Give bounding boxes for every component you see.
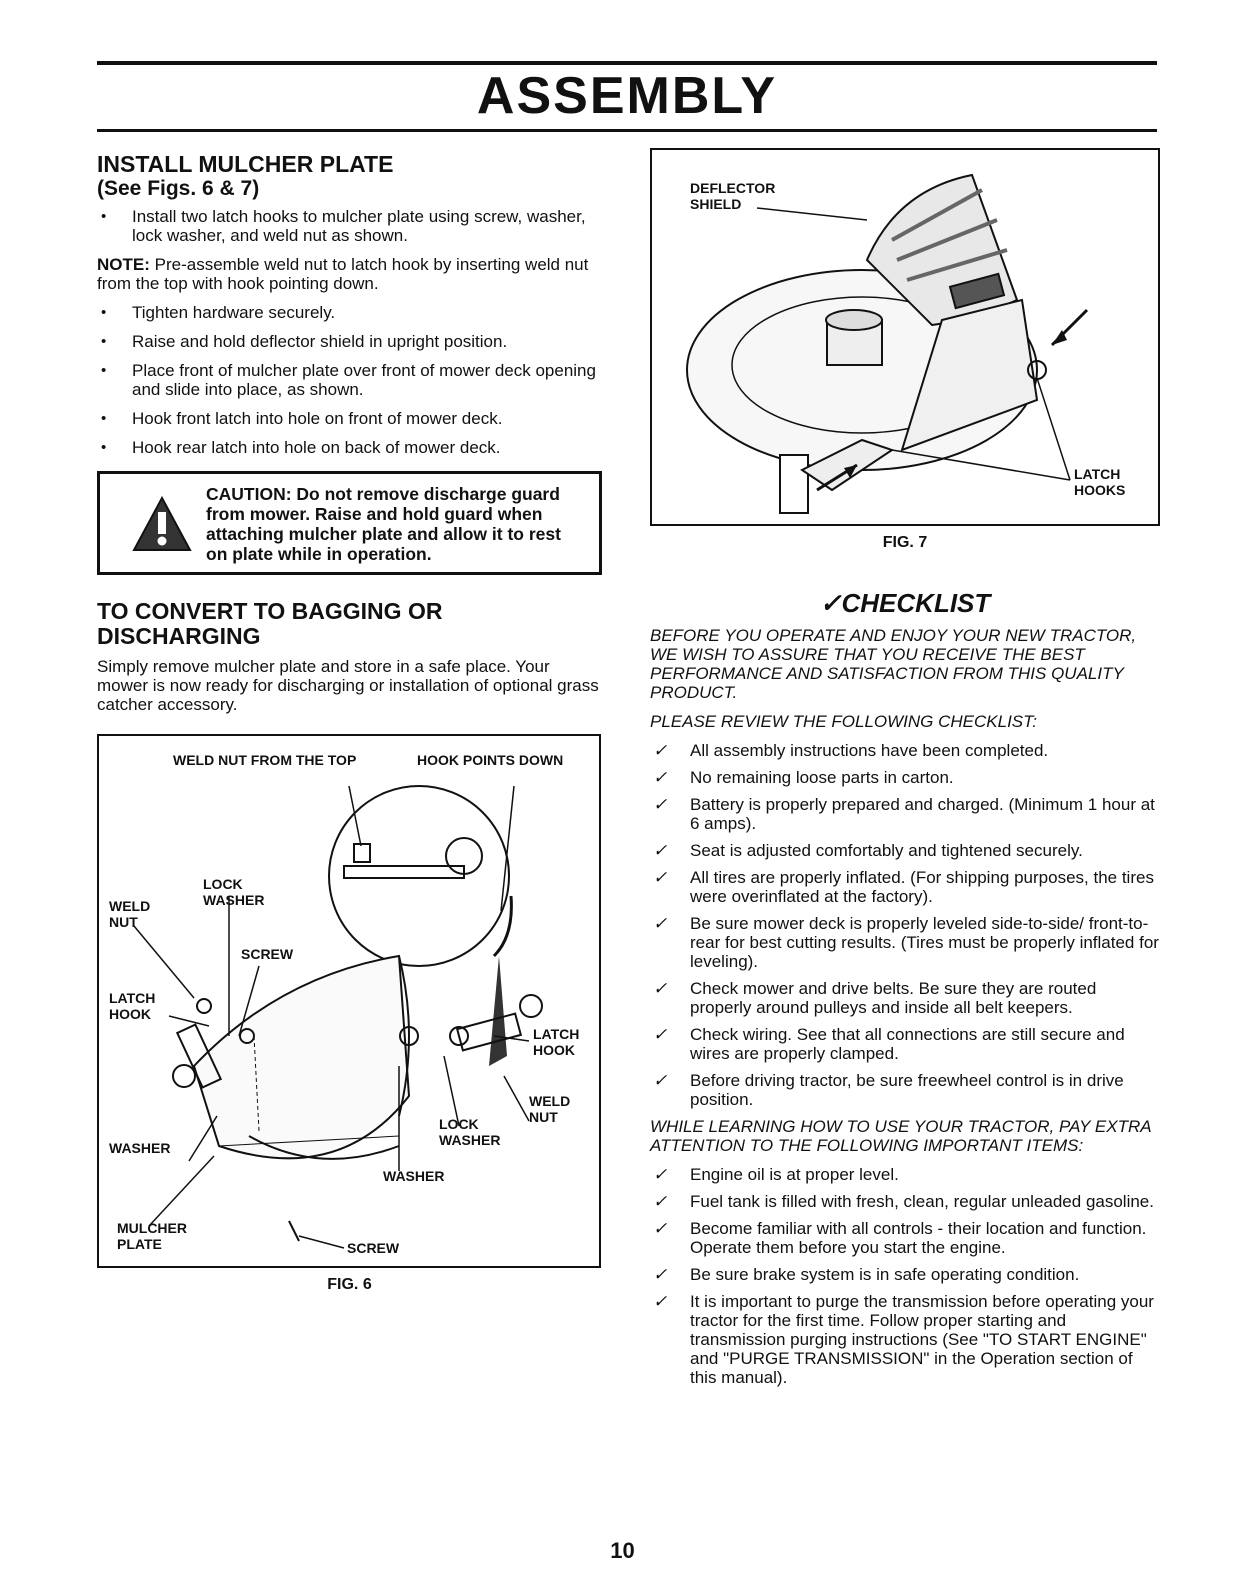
screw-label: SCREW — [347, 1240, 400, 1256]
note-text: Pre-assemble weld nut to latch hook by i… — [97, 255, 589, 293]
install-heading: INSTALL MULCHER PLATE — [97, 151, 394, 177]
weld-nut-from-top-label: WELD NUT FROM THE TOP — [173, 752, 357, 768]
latch-hook-label: LATCH — [109, 990, 156, 1006]
washer-label: WASHER — [109, 1140, 171, 1156]
right-column: DEFLECTOR SHIELD LATCH HOOKS FIG. 7 ✓CHE… — [650, 148, 1160, 1395]
install-bullets-1: Install two latch hooks to mulcher plate… — [97, 207, 602, 245]
install-note: NOTE: Pre-assemble weld nut to latch hoo… — [97, 255, 602, 293]
hook-points-down-label: HOOK POINTS DOWN — [417, 752, 564, 768]
list-item: Be sure brake system is in safe operatin… — [650, 1265, 1160, 1284]
lock-washer-label: WASHER — [439, 1132, 501, 1148]
fig7-illustration: DEFLECTOR SHIELD LATCH HOOKS — [650, 148, 1160, 526]
fig7-caption: FIG. 7 — [882, 534, 928, 551]
list-item: Check mower and drive belts. Be sure the… — [650, 979, 1160, 1017]
mulcher-plate-label: MULCHER — [117, 1220, 187, 1236]
caution-box: CAUTION: Do not remove discharge guard f… — [97, 471, 602, 575]
washer-label: WASHER — [383, 1168, 445, 1184]
list-item: Raise and hold deflector shield in uprig… — [97, 332, 602, 351]
list-item: Place front of mulcher plate over front … — [97, 361, 602, 399]
convert-text: Simply remove mulcher plate and store in… — [97, 657, 599, 714]
weld-nut-label: WELD — [109, 898, 151, 914]
lock-washer-label: WASHER — [203, 892, 265, 908]
fig6-caption: FIG. 6 — [327, 1276, 372, 1293]
checklist-review: PLEASE REVIEW THE FOLLOWING CHECKLIST: — [650, 712, 1037, 731]
lock-washer-label: LOCK — [203, 876, 243, 892]
list-item: Engine oil is at proper level. — [650, 1165, 1160, 1184]
screw-label: SCREW — [241, 946, 294, 962]
latch-hook-label: LATCH — [533, 1026, 580, 1042]
weld-nut-label: WELD — [529, 1093, 571, 1109]
list-item: All assembly instructions have been comp… — [650, 741, 1160, 760]
list-item: Install two latch hooks to mulcher plate… — [97, 207, 602, 245]
install-subheading: (See Figs. 6 & 7) — [97, 177, 260, 200]
caution-text: CAUTION: Do not remove discharge guard f… — [206, 484, 561, 564]
list-item: Become familiar with all controls - thei… — [650, 1219, 1160, 1257]
latch-label: LATCH — [1074, 466, 1121, 482]
install-bullets-2: Tighten hardware securely. Raise and hol… — [97, 303, 602, 457]
shield-label: SHIELD — [690, 196, 742, 212]
list-item: Be sure mower deck is properly leveled s… — [650, 914, 1160, 971]
weld-nut-label: NUT — [529, 1109, 558, 1125]
note-label: NOTE: — [97, 255, 150, 274]
list-item: It is important to purge the transmissio… — [650, 1292, 1160, 1387]
page-number: 10 — [610, 1538, 635, 1563]
list-item: Hook front latch into hole on front of m… — [97, 409, 602, 428]
weld-nut-label: NUT — [109, 914, 138, 930]
checklist-items-2: Engine oil is at proper level. Fuel tank… — [650, 1165, 1160, 1387]
title-underline — [97, 129, 1157, 132]
list-item: All tires are properly inflated. (For sh… — [650, 868, 1160, 906]
hooks-label: HOOKS — [1074, 482, 1126, 498]
fig6-illustration: WELD NUT FROM THE TOP HOOK POINTS DOWN L… — [97, 734, 601, 1268]
checklist-title: ✓CHECKLIST — [819, 588, 991, 618]
convert-heading: TO CONVERT TO BAGGING OR DISCHARGING — [97, 598, 443, 649]
warning-icon — [132, 496, 192, 551]
top-rule — [97, 61, 1157, 65]
list-item: Seat is adjusted comfortably and tighten… — [650, 841, 1160, 860]
fig7-drawing — [686, 173, 1089, 514]
list-item: Hook rear latch into hole on back of mow… — [97, 438, 602, 457]
list-item: Check wiring. See that all connections a… — [650, 1025, 1160, 1063]
checklist-intro: BEFORE YOU OPERATE AND ENJOY YOUR NEW TR… — [650, 626, 1137, 702]
checklist-items-1: All assembly instructions have been comp… — [650, 741, 1160, 1109]
checklist-while: WHILE LEARNING HOW TO USE YOUR TRACTOR, … — [650, 1117, 1151, 1155]
list-item: No remaining loose parts in carton. — [650, 768, 1160, 787]
list-item: Battery is properly prepared and charged… — [650, 795, 1160, 833]
latch-hook-label: HOOK — [109, 1006, 151, 1022]
mulcher-plate-label: PLATE — [117, 1236, 162, 1252]
deflector-label: DEFLECTOR — [690, 180, 776, 196]
list-item: Before driving tractor, be sure freewhee… — [650, 1071, 1160, 1109]
lock-washer-label: LOCK — [439, 1116, 479, 1132]
latch-hook-label: HOOK — [533, 1042, 575, 1058]
list-item: Fuel tank is filled with fresh, clean, r… — [650, 1192, 1160, 1211]
left-column: INSTALL MULCHER PLATE (See Figs. 6 & 7) … — [97, 152, 602, 1294]
page-title: ASSEMBLY — [476, 67, 778, 125]
list-item: Tighten hardware securely. — [97, 303, 602, 322]
fig6-drawing — [133, 785, 543, 1249]
